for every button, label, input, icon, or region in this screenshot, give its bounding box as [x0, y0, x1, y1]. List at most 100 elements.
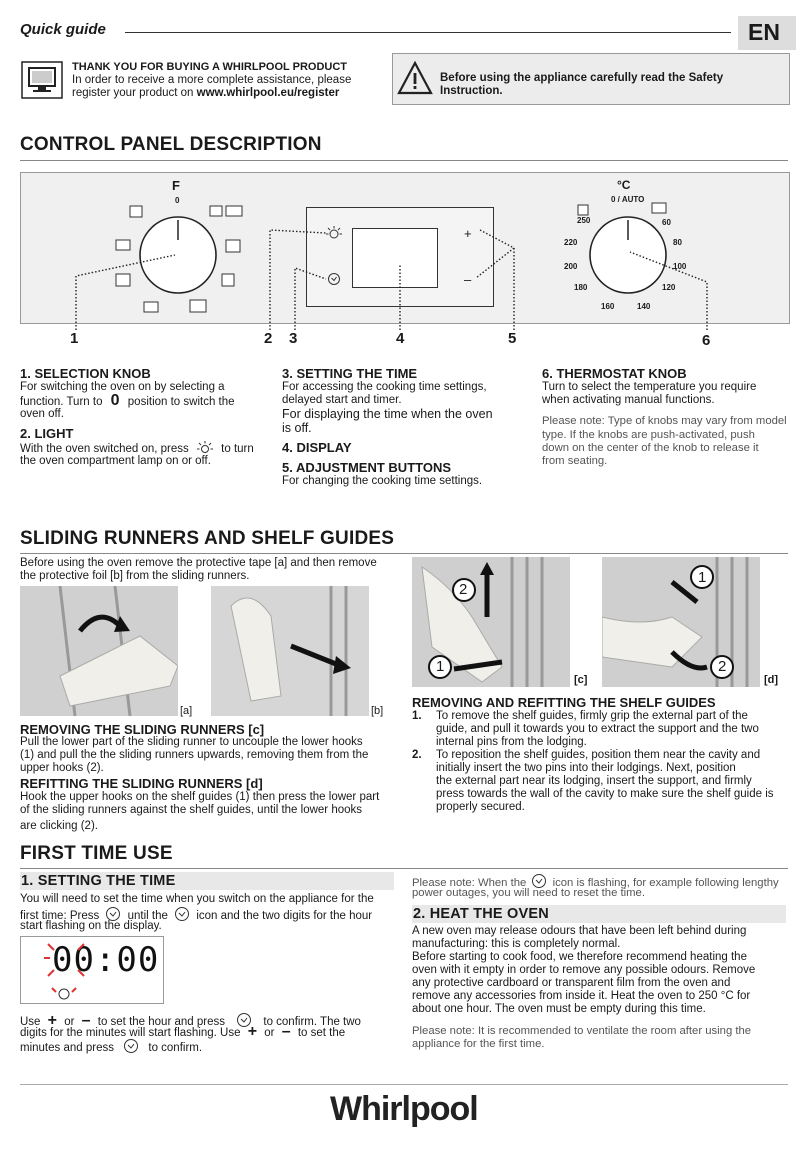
desc-6-title: 6. THERMOSTAT KNOB	[542, 366, 687, 381]
refit-runners-a: Hook the upper hooks on the shelf guides…	[20, 791, 380, 803]
desc-5-text: For changing the cooking time settings.	[282, 475, 483, 487]
setting-time-e: digits for the minutes will start flashi…	[20, 1023, 346, 1040]
temp-60: 60	[662, 218, 671, 227]
desc-3-title: 3. SETTING THE TIME	[282, 366, 418, 381]
desc-3-d: is off.	[282, 421, 312, 435]
sliding-heading: SLIDING RUNNERS AND SHELF GUIDES	[20, 528, 395, 549]
register-line1: In order to receive a more complete assi…	[72, 74, 352, 86]
remove-runners-title: REMOVING THE SLIDING RUNNERS [c]	[20, 722, 265, 737]
header-rule	[125, 32, 731, 33]
setting-time-d4: to confirm. The two	[263, 1016, 361, 1028]
safety-line2: Instruction.	[440, 85, 503, 97]
setting-time-bar	[20, 872, 394, 890]
heat-oven-title: 2. HEAT THE OVEN	[413, 906, 549, 922]
desc-3-a: For accessing the cooking time settings,	[282, 381, 487, 393]
setting-time-d: Use + or – to set the hour and press to …	[20, 1012, 361, 1032]
setting-time-e3: to set the	[297, 1027, 346, 1039]
language-badge	[738, 16, 796, 50]
caption-d: [d]	[764, 674, 779, 686]
selection-knob[interactable]	[100, 200, 260, 320]
setting-time-b3: icon and the two digits for the hour	[196, 910, 373, 922]
clock-button-icon[interactable]	[327, 272, 341, 291]
desc-3-b: delayed start and timer.	[282, 394, 402, 406]
warning-icon	[397, 60, 433, 100]
caption-c: [c]	[574, 674, 588, 686]
shelf-guides-1-a: To remove the shelf guides, firmly grip …	[436, 710, 748, 722]
heat-oven-a: A new oven may release odours that have …	[412, 925, 747, 937]
temp-140: 140	[637, 302, 651, 311]
setting-time-b1: first time: Press	[20, 910, 100, 922]
setting-time-c: start flashing on the display.	[20, 920, 162, 932]
minus-button[interactable]: –	[464, 272, 472, 287]
shelf-guides-title: REMOVING AND REFITTING THE SHELF GUIDES	[412, 695, 716, 710]
shelf-guides-2-a: To reposition the shelf guides, position…	[436, 749, 761, 761]
minus-icon: –	[81, 1012, 91, 1029]
heat-oven-b: manufacturing: this is completely normal…	[412, 938, 621, 950]
sliding-intro-b: the protective foil [b] from the sliding…	[20, 570, 250, 582]
desc-1-b-text: function. Turn to	[20, 396, 103, 408]
desc-2-c: the oven compartment lamp on or off.	[20, 455, 211, 467]
desc-2-b-text: to turn	[221, 443, 254, 455]
register-title: THANK YOU FOR BUYING A WHIRLPOOL PRODUCT	[72, 61, 347, 73]
temp-100: 100	[673, 262, 687, 271]
setting-time-a: You will need to set the time when you s…	[20, 893, 374, 905]
photo-c	[412, 557, 570, 687]
plus-button[interactable]: +	[464, 226, 472, 241]
language-code: EN	[748, 19, 780, 45]
refit-runners-title: REFITTING THE SLIDING RUNNERS [d]	[20, 776, 263, 791]
control-panel-heading: CONTROL PANEL DESCRIPTION	[20, 134, 322, 155]
heat-oven-bar	[412, 905, 786, 923]
refit-runners-c: are clicking (2).	[20, 820, 98, 832]
desc-2-title: 2. LIGHT	[20, 426, 74, 441]
setting-time-b: first time: Press until the icon and the…	[20, 906, 372, 926]
thermo-auto: 0 / AUTO	[611, 195, 645, 204]
desc-1-a: For switching the oven on by selecting a	[20, 381, 225, 393]
temp-120: 120	[662, 283, 676, 292]
setting-time-f2: to confirm.	[148, 1042, 203, 1054]
minus-icon: –	[281, 1023, 291, 1040]
first-use-rule	[20, 868, 788, 869]
callout-1: 1	[70, 330, 79, 347]
clock-display-digits: 00:00	[52, 940, 160, 980]
shelf-guides-1-c: internal pins from the lodging.	[436, 736, 587, 748]
heat-oven-e: any protective cardboard or transparent …	[412, 977, 731, 989]
clock-icon	[105, 906, 121, 926]
shelf-guides-2-d: press towards the wall of the cavity to …	[436, 788, 774, 800]
temp-220: 220	[564, 238, 578, 247]
remove-runners-a: Pull the lower part of the sliding runne…	[20, 736, 363, 748]
setting-time-f1: minutes and press	[20, 1042, 114, 1054]
temp-180: 180	[574, 283, 588, 292]
zero-symbol: 0	[110, 392, 120, 409]
note-2-a: Please note: It is recommended to ventil…	[412, 1025, 752, 1037]
remove-runners-b: (1) and pull the the sliding runners upw…	[20, 749, 369, 761]
temp-250: 250	[577, 216, 591, 225]
note-1-b: power outages, you will need to reset th…	[412, 887, 645, 899]
desc-6-b: when activating manual functions.	[542, 394, 715, 406]
heat-oven-d: oven with it empty in order to remove an…	[412, 964, 756, 976]
photo-b	[211, 586, 369, 716]
photo-d	[602, 557, 760, 687]
note-1-a: Please note: When the icon is flashing, …	[412, 873, 779, 893]
register-url[interactable]: www.whirlpool.eu/register	[196, 87, 340, 99]
knob-left-label: F	[172, 178, 180, 193]
shelf-guides-1-b: guide, and pull it towards you to extrac…	[436, 723, 759, 735]
desc-6-note-a: Please note: Type of knobs may vary from…	[542, 415, 787, 427]
light-button-icon[interactable]	[326, 226, 342, 247]
note-1-a1: Please note: When the	[412, 877, 527, 889]
setting-time-e2: or	[264, 1027, 275, 1039]
sliding-rule	[20, 553, 788, 554]
thermostat-knob[interactable]	[560, 200, 710, 320]
whirlpool-logo: Whirlpool	[330, 1090, 479, 1128]
callout-6: 6	[702, 332, 711, 349]
shelf-guides-2-b: initially insert the two pins into their…	[436, 762, 736, 774]
desc-6-a: Turn to select the temperature you requi…	[542, 381, 757, 393]
refit-runners-b: of the sliding runners against the shelf…	[20, 804, 363, 816]
remove-runners-c: upper hooks (2).	[20, 762, 104, 774]
desc-6-note-c: down on the center of the knob to releas…	[542, 442, 759, 454]
clock-icon	[174, 906, 190, 926]
temp-80: 80	[673, 238, 682, 247]
heat-oven-c: Before starting to cook food, we therefo…	[412, 951, 747, 963]
photo-c-step-1: 1	[436, 658, 445, 675]
header-title: Quick guide	[20, 21, 106, 38]
first-use-heading: FIRST TIME USE	[20, 843, 173, 864]
